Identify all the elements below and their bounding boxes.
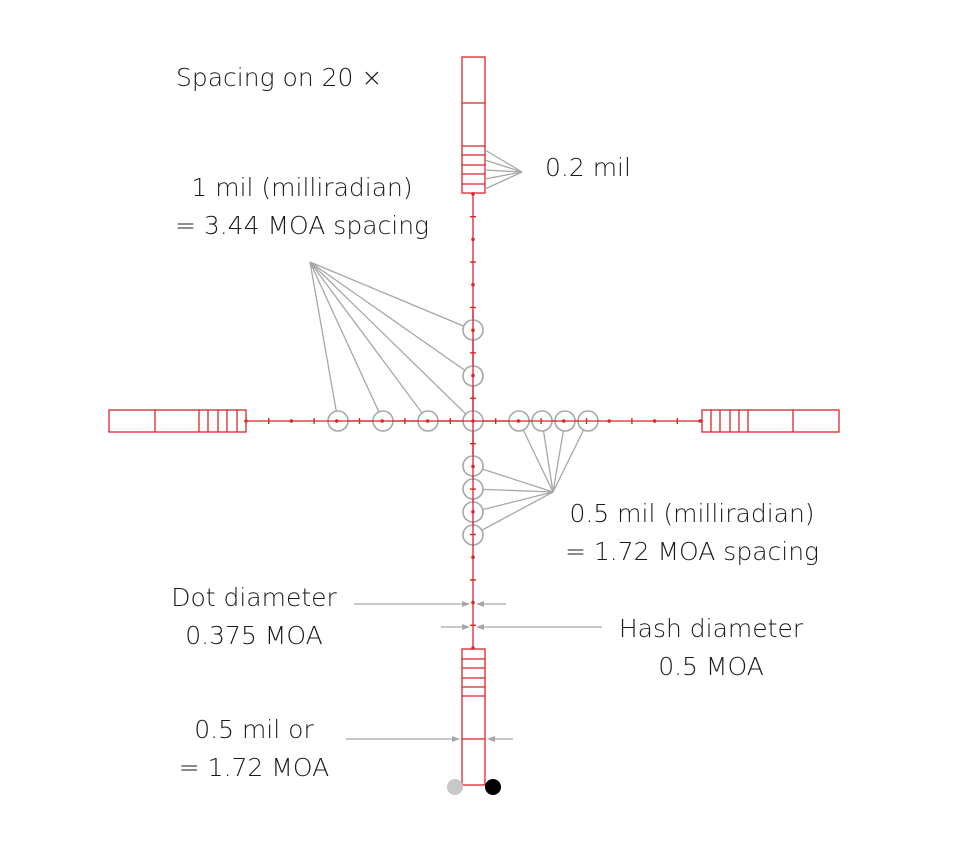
reticle-dot bbox=[335, 419, 339, 423]
black-marker-dot bbox=[485, 779, 501, 795]
center-dot bbox=[471, 419, 475, 423]
reticle-dot bbox=[471, 373, 475, 378]
left-post bbox=[108, 409, 247, 433]
reticle-dot bbox=[471, 283, 475, 287]
reticle-dot bbox=[244, 419, 248, 423]
right-post bbox=[701, 409, 840, 433]
reticle-dot bbox=[607, 419, 611, 423]
point-two-mil-label: 0.2 mil bbox=[545, 153, 631, 182]
reticle-dot bbox=[471, 510, 475, 514]
bottom-post bbox=[461, 648, 486, 786]
half-mil-callout-lines bbox=[472, 420, 589, 536]
dot-diameter-label-line2: 0.375 MOA bbox=[185, 621, 322, 650]
reticle-dot bbox=[471, 328, 475, 333]
one-mil-rings bbox=[327, 319, 484, 432]
half-mil-label-line2: = 1.72 MOA spacing bbox=[565, 537, 819, 566]
hash-diameter-label-line1: Hash diameter bbox=[619, 614, 804, 643]
post-width-label-line2: = 1.72 MOA bbox=[179, 753, 329, 782]
reticle-dot bbox=[471, 464, 475, 469]
one-mil-callout-lines bbox=[309, 261, 474, 422]
half-mil-label-line1: 0.5 mil (milliradian) bbox=[569, 499, 814, 528]
reticle-dot bbox=[516, 419, 521, 423]
reticle-dot bbox=[652, 419, 657, 423]
reticle-dot bbox=[380, 419, 385, 423]
grey-marker-dot bbox=[447, 779, 463, 795]
top-post bbox=[461, 56, 486, 194]
dot-diameter-label-line1: Dot diameter bbox=[171, 583, 337, 612]
reticle-dot bbox=[471, 237, 475, 242]
reticle-dot bbox=[425, 419, 430, 423]
post-width-label-line1: 0.5 mil or bbox=[194, 715, 314, 744]
reticle-dot bbox=[471, 555, 475, 559]
reticle-dot bbox=[562, 419, 566, 423]
hash-diameter-label-line2: 0.5 MOA bbox=[658, 652, 764, 681]
point-two-mil-callout-lines bbox=[484, 149, 523, 190]
title-label: Spacing on 20 × bbox=[176, 63, 382, 92]
reticle-dot bbox=[471, 600, 475, 605]
one-mil-label-line1: 1 mil (milliradian) bbox=[191, 173, 412, 202]
reticle-dot bbox=[471, 646, 475, 650]
reticle-dot bbox=[289, 419, 294, 423]
reticle-dot bbox=[471, 192, 475, 196]
dot-diameter-callout bbox=[354, 601, 506, 607]
post-width-callout bbox=[346, 736, 513, 742]
hash-diameter-callout bbox=[441, 624, 602, 630]
reticle-marks bbox=[244, 192, 702, 650]
one-mil-label-line2: = 3.44 MOA spacing bbox=[175, 211, 429, 240]
reticle-dot bbox=[698, 419, 702, 423]
